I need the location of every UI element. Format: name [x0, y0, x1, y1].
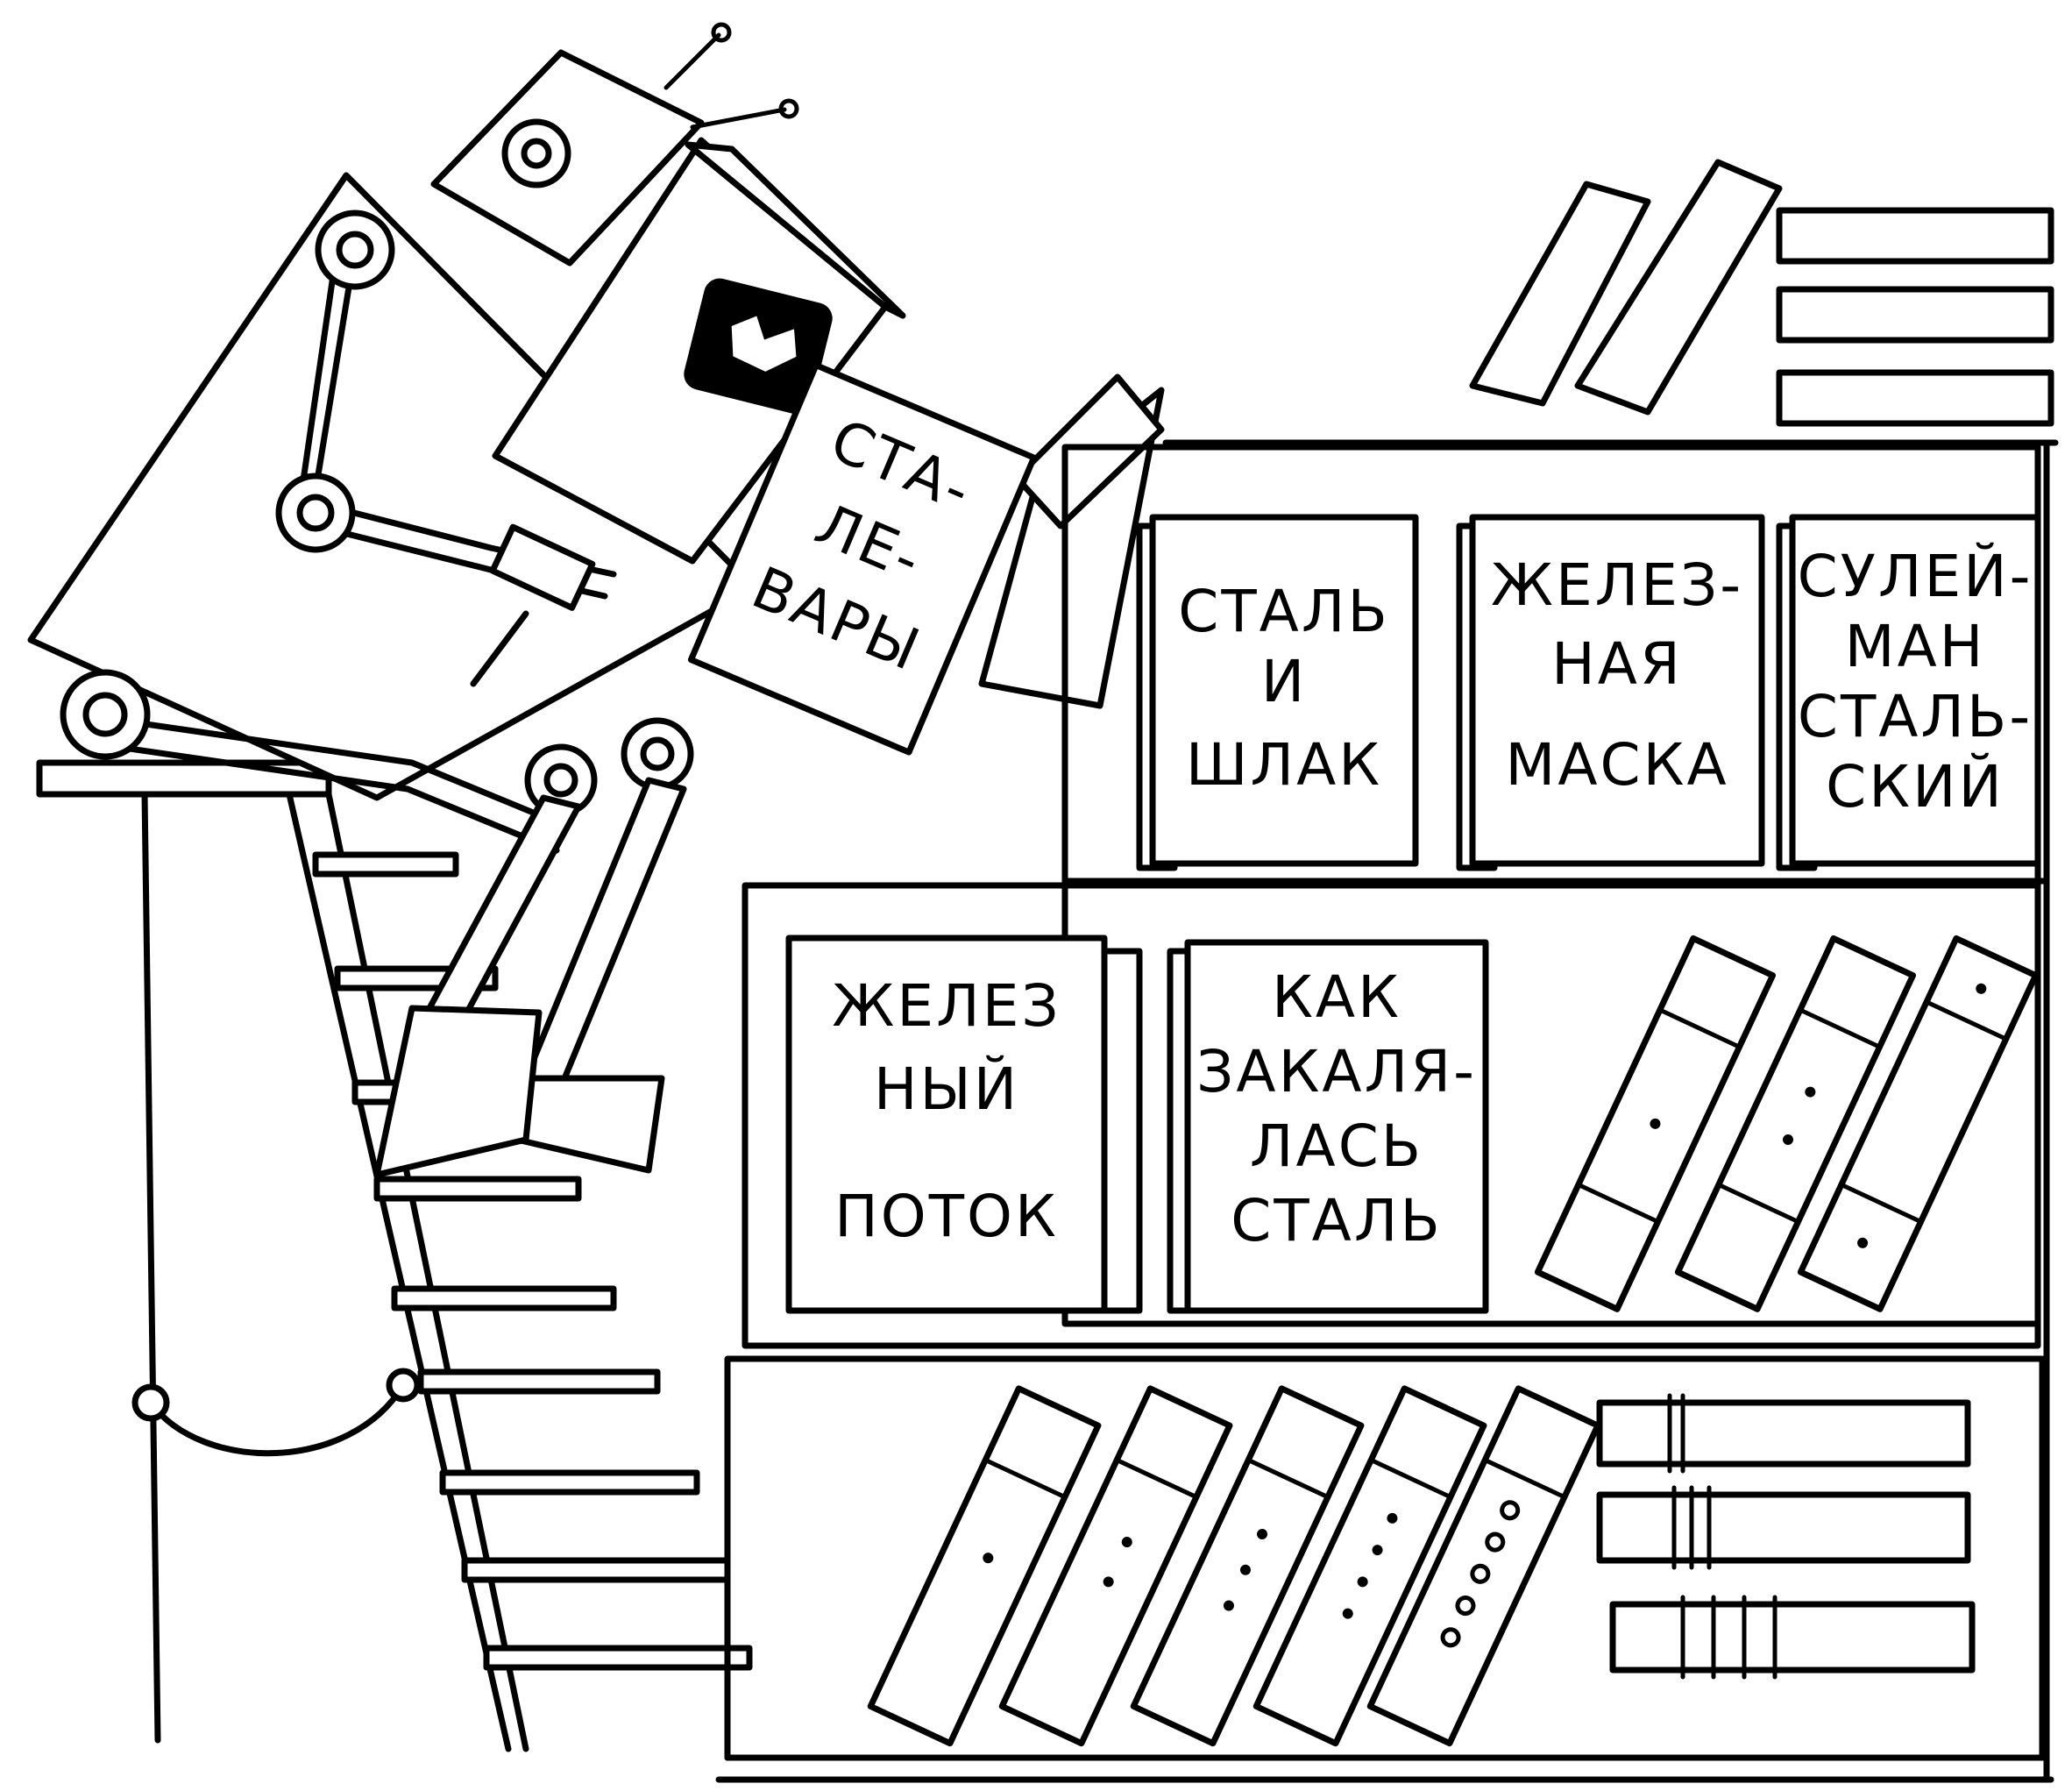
book-steel-and-slag-line-3: ШЛАК — [1186, 731, 1382, 799]
robot-dial-inner — [521, 138, 552, 169]
robot-pen — [470, 610, 529, 687]
lying-book-3 — [1609, 1601, 1976, 1674]
robot-book: СТА- ЛЕ- ВАРЫ — [687, 362, 1165, 756]
leaning-spines-middle — [1534, 935, 2040, 1312]
leaning-spine-middle-3 — [1797, 935, 2040, 1312]
book-iron-flood-line-2: НЫЙ — [874, 1055, 1019, 1123]
ladder — [36, 759, 753, 1752]
book-iron-mask-line-2: НАЯ — [1551, 630, 1683, 698]
book-steel-and-slag-line-1: СТАЛЬ — [1178, 578, 1389, 645]
robot-hip-beam-edge — [102, 742, 560, 854]
top-books-pile — [1469, 159, 2054, 427]
book-iron-flood-line-3: ПОТОК — [834, 1183, 1059, 1250]
robot-dial-outer — [501, 118, 571, 188]
robot-book-top — [1013, 373, 1165, 529]
lying-books-stack — [1596, 1393, 1976, 1680]
robot-antenna-1-tip — [711, 22, 732, 43]
book-suleiman-stalsky-line-2: МАН — [1845, 613, 1986, 680]
book-iron-mask: ЖЕЛЕЗ- НАЯ МАСКА — [1456, 514, 1765, 871]
lying-book-1 — [1596, 1399, 1971, 1468]
leaning-spine-middle-2 — [1674, 935, 1917, 1312]
ladder-rungs — [312, 851, 753, 1671]
leaning-spine-bottom-3 — [1130, 1385, 1365, 1747]
leaning-spine-bottom-5 — [1366, 1385, 1601, 1747]
book-how-steel-was-tempered-line-3: ЛАСЬ — [1250, 1112, 1423, 1180]
leaning-spine-bottom-2 — [998, 1385, 1233, 1747]
book-steel-and-slag: СТАЛЬ И ШЛАК — [1136, 514, 1419, 871]
robot-knee-joint-right — [621, 717, 694, 791]
robot-hand — [489, 523, 596, 611]
ladder-back-leg — [141, 791, 161, 1744]
robot-hip-joint — [60, 669, 151, 760]
shelf-bottom-books — [867, 1385, 1976, 1747]
book-how-steel-was-tempered-line-4: СТАЛЬ — [1231, 1187, 1442, 1254]
robot-head-top — [685, 141, 906, 319]
book-iron-flood: ЖЕЛЕЗ НЫЙ ПОТОК — [785, 935, 1143, 1314]
book-iron-mask-line-1: ЖЕЛЕЗ- — [1491, 551, 1743, 619]
book-suleiman-stalsky: СУЛЕЙ- МАН СТАЛЬ- СКИЙ — [1776, 514, 2041, 871]
robot-upper-arm — [312, 246, 358, 494]
book-how-steel-was-tempered: КАК ЗАКАЛЯ- ЛАСЬ СТАЛЬ — [1167, 939, 1489, 1314]
ladder-front-left-rail — [286, 791, 512, 1752]
top-leaning-book-1 — [1469, 181, 1651, 407]
rope-knot-right — [386, 1368, 421, 1403]
bookcase: СТАЛЬ И ШЛАК ЖЕЛЕЗ- НАЯ МАСКА СУЛЕЙ- МАН… — [715, 159, 2059, 1783]
ladder-front-right-rail — [325, 791, 529, 1752]
top-leaning-book-2 — [1574, 159, 1783, 416]
robot-hip-beam — [106, 715, 564, 828]
book-suleiman-stalsky-line-3: СТАЛЬ- — [1798, 683, 2033, 750]
book-suleiman-stalsky-line-4: СКИЙ — [1826, 752, 2005, 821]
book-iron-flood-line-1: ЖЕЛЕЗ — [832, 972, 1061, 1040]
robot-antenna-2-tip — [778, 98, 799, 119]
top-stack-book-1 — [1776, 207, 2054, 265]
top-stack-book-3 — [1776, 369, 2054, 427]
ladder-rope — [147, 1382, 407, 1457]
shelf-middle-books: ЖЕЛЕЗ НЫЙ ПОТОК КАК ЗАКАЛЯ- ЛАСЬ СТАЛЬ — [785, 935, 2040, 1314]
shelf-middle — [742, 882, 2041, 1349]
robot-foot-left — [373, 1005, 543, 1178]
book-suleiman-stalsky-line-1: СУЛЕЙ- — [1798, 542, 2033, 610]
robot-book-cover — [687, 362, 1038, 756]
book-how-steel-was-tempered-line-1: КАК — [1272, 963, 1401, 1031]
leaning-spine-bottom-4 — [1252, 1385, 1487, 1747]
book-steel-and-slag-line-2: И — [1261, 648, 1307, 715]
top-stack-book-2 — [1776, 286, 2054, 344]
lying-book-2 — [1596, 1491, 1971, 1564]
shelf-top-books: СТАЛЬ И ШЛАК ЖЕЛЕЗ- НАЯ МАСКА СУЛЕЙ- МАН… — [1136, 514, 2041, 871]
rope-knot-left — [131, 1383, 170, 1422]
robot — [27, 22, 906, 1178]
leaning-spine-middle-1 — [1534, 935, 1777, 1312]
book-iron-mask-line-3: МАСКА — [1505, 731, 1728, 799]
robot-upper-arm-edge — [299, 242, 341, 490]
book-how-steel-was-tempered-line-2: ЗАКАЛЯ- — [1196, 1038, 1477, 1105]
robot-shoulder-joint — [315, 210, 395, 290]
ladder-top-platform — [36, 759, 332, 798]
robot-antenna-1 — [663, 32, 721, 90]
robot-antenna-2 — [690, 107, 787, 130]
robot-elbow-joint — [275, 473, 356, 553]
robot-foot-right — [514, 1075, 665, 1174]
leaning-spine-bottom-1 — [867, 1385, 1102, 1747]
robot-screen-glyph — [731, 316, 797, 372]
